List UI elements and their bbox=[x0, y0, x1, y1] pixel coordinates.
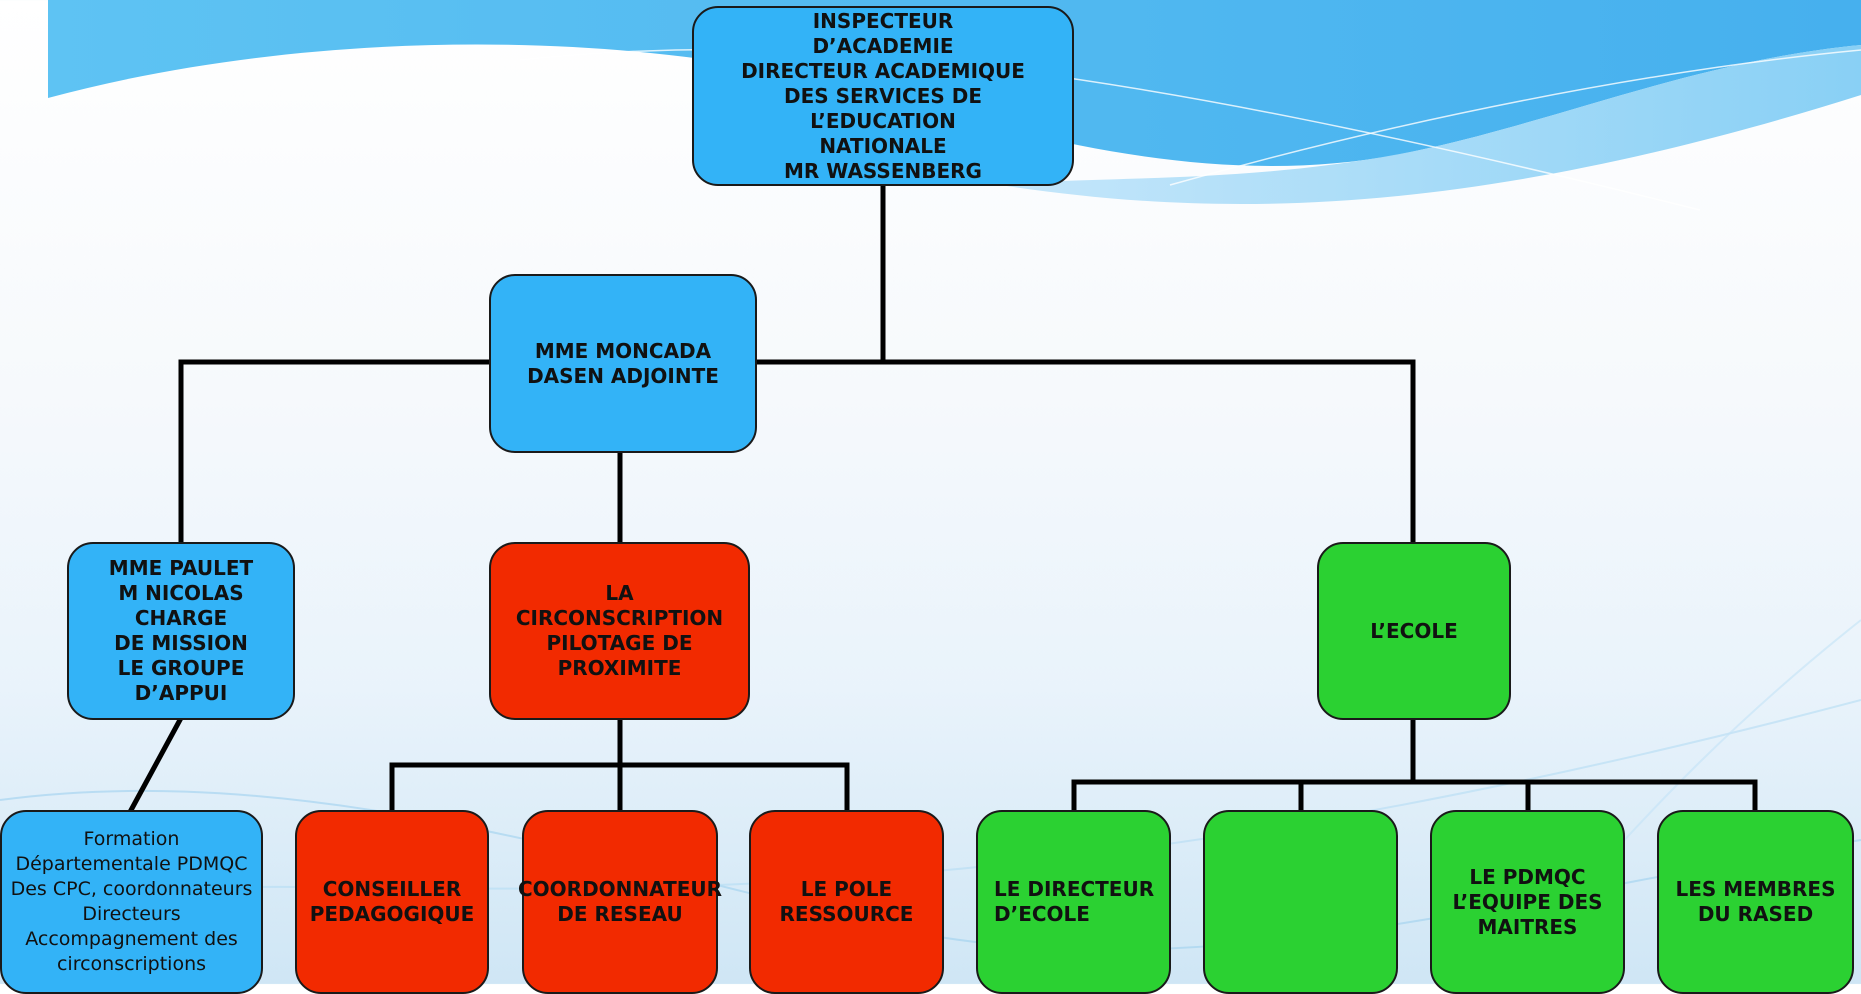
node-conseiller: CONSEILLER PEDAGOGIQUE bbox=[295, 810, 489, 994]
node-ecole: L’ECOLE bbox=[1317, 542, 1511, 720]
node-pole: LE POLE RESSOURCE bbox=[749, 810, 944, 994]
node-rased: LES MEMBRES DU RASED bbox=[1657, 810, 1854, 994]
node-formation: Formation Départementale PDMQC Des CPC, … bbox=[0, 810, 263, 994]
node-empty bbox=[1203, 810, 1398, 994]
node-moncada: MME MONCADA DASEN ADJOINTE bbox=[489, 274, 757, 453]
node-coordonnateur: COORDONNATEUR DE RESEAU bbox=[518, 810, 722, 994]
node-directeur: LE DIRECTEUR D’ECOLE bbox=[976, 810, 1171, 994]
node-inspecteur: INSPECTEUR D’ACADEMIE DIRECTEUR ACADEMIQ… bbox=[692, 6, 1074, 186]
node-paulet: MME PAULET M NICOLAS CHARGE DE MISSION L… bbox=[67, 542, 295, 720]
node-circonscription: LA CIRCONSCRIPTION PILOTAGE DE PROXIMITE bbox=[489, 542, 750, 720]
node-pdmqc: LE PDMQC L’EQUIPE DES MAITRES bbox=[1430, 810, 1625, 994]
